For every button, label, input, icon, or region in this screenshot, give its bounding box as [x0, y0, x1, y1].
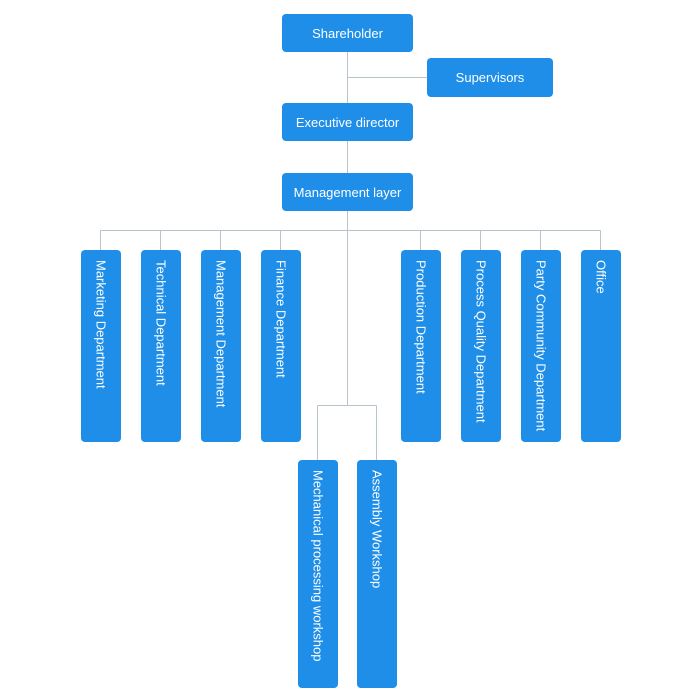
- department-node-finance[interactable]: Finance Department: [261, 250, 301, 442]
- department-label: Office: [593, 260, 609, 294]
- department-label: Process Quality Department: [473, 260, 489, 423]
- department-label: Marketing Department: [93, 260, 109, 389]
- department-node-party-community[interactable]: Party Community Department: [521, 250, 561, 442]
- department-node-management[interactable]: Management Department: [201, 250, 241, 442]
- department-label: Party Community Department: [533, 260, 549, 432]
- department-node-office[interactable]: Office: [581, 250, 621, 442]
- department-label: Production Department: [413, 260, 429, 394]
- department-node-production[interactable]: Production Department: [401, 250, 441, 442]
- workshop-node-mechanical[interactable]: Mechanical processing workshop: [298, 460, 338, 688]
- executive-director-label: Executive director: [295, 114, 400, 130]
- supervisors-node[interactable]: Supervisors: [427, 58, 553, 97]
- workshop-label: Mechanical processing workshop: [310, 470, 326, 662]
- department-node-process-quality[interactable]: Process Quality Department: [461, 250, 501, 442]
- department-node-technical[interactable]: Technical Department: [141, 250, 181, 442]
- department-label: Technical Department: [153, 260, 169, 386]
- department-node-marketing[interactable]: Marketing Department: [81, 250, 121, 442]
- workshop-node-assembly[interactable]: Assembly Workshop: [357, 460, 397, 688]
- management-layer-label: Management layer: [293, 184, 402, 200]
- supervisors-label: Supervisors: [455, 70, 525, 85]
- department-label: Finance Department: [273, 260, 289, 378]
- workshop-label: Assembly Workshop: [369, 470, 385, 589]
- shareholder-node[interactable]: Shareholder: [282, 14, 413, 52]
- executive-director-node[interactable]: Executive director: [282, 103, 413, 141]
- department-label: Management Department: [213, 260, 229, 408]
- management-layer-node[interactable]: Management layer: [282, 173, 413, 211]
- shareholder-label: Shareholder: [312, 25, 383, 41]
